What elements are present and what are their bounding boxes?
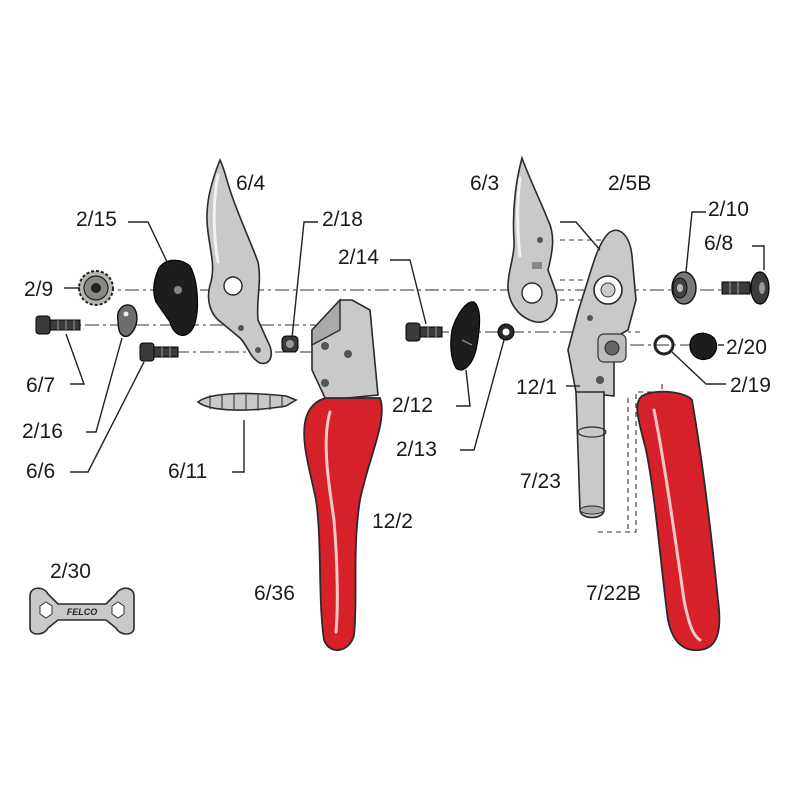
spring-6-11 (196, 392, 298, 411)
plate-2-15 (153, 259, 199, 336)
bushing-2-10 (671, 271, 697, 305)
cap-2-20 (689, 332, 718, 361)
blade-6-4 (206, 158, 273, 365)
part-labels: 6/4 2/15 2/9 2/18 2/14 6/7 2/16 6/6 6/11… (22, 172, 771, 605)
blade-6-3 (507, 155, 558, 323)
grip-7-22B (636, 390, 721, 652)
wrench-2-30: FELCO (29, 587, 135, 635)
grip-6-36 (303, 397, 383, 651)
label-12-2: 12/2 (372, 510, 413, 533)
label-2-12: 2/12 (392, 394, 433, 417)
label-6-11: 6/11 (168, 460, 207, 483)
washer-2-13 (497, 323, 515, 341)
wrench-logo-text: FELCO (67, 607, 98, 617)
bolt-6-8 (721, 271, 770, 305)
label-2-9: 2/9 (24, 278, 53, 301)
label-2-19: 2/19 (730, 374, 771, 397)
spring-2-16 (117, 304, 138, 337)
label-6-3: 6/3 (470, 172, 499, 195)
handle-12-2 (311, 298, 379, 401)
leader-lines (64, 211, 765, 473)
label-6-8: 6/8 (704, 232, 733, 255)
bolt-2-14 (405, 322, 443, 342)
nut-2-18 (281, 335, 299, 353)
label-2-20: 2/20 (726, 336, 767, 359)
label-2-16: 2/16 (22, 420, 63, 443)
clip-2-12 (450, 301, 481, 371)
label-7-23: 7/23 (520, 470, 561, 493)
ring-2-19 (653, 334, 675, 356)
label-6-6: 6/6 (26, 460, 55, 483)
label-12-1: 12/1 (516, 376, 557, 399)
label-2-10: 2/10 (708, 198, 749, 221)
shaft-7-23 (575, 391, 607, 519)
label-2-30: 2/30 (50, 560, 91, 583)
label-2-15: 2/15 (76, 208, 117, 231)
bolt-6-6 (139, 342, 179, 362)
bolt-6-7 (35, 315, 81, 335)
label-2-5B: 2/5B (608, 172, 651, 195)
handle-12-1 (567, 229, 637, 397)
label-6-7: 6/7 (26, 374, 55, 397)
label-2-14: 2/14 (338, 246, 379, 269)
label-6-36: 6/36 (254, 582, 295, 605)
label-2-13: 2/13 (396, 438, 437, 461)
nut-2-9 (78, 270, 114, 306)
label-2-18: 2/18 (322, 208, 363, 231)
label-6-4: 6/4 (236, 172, 266, 195)
label-7-22B: 7/22B (586, 582, 641, 605)
